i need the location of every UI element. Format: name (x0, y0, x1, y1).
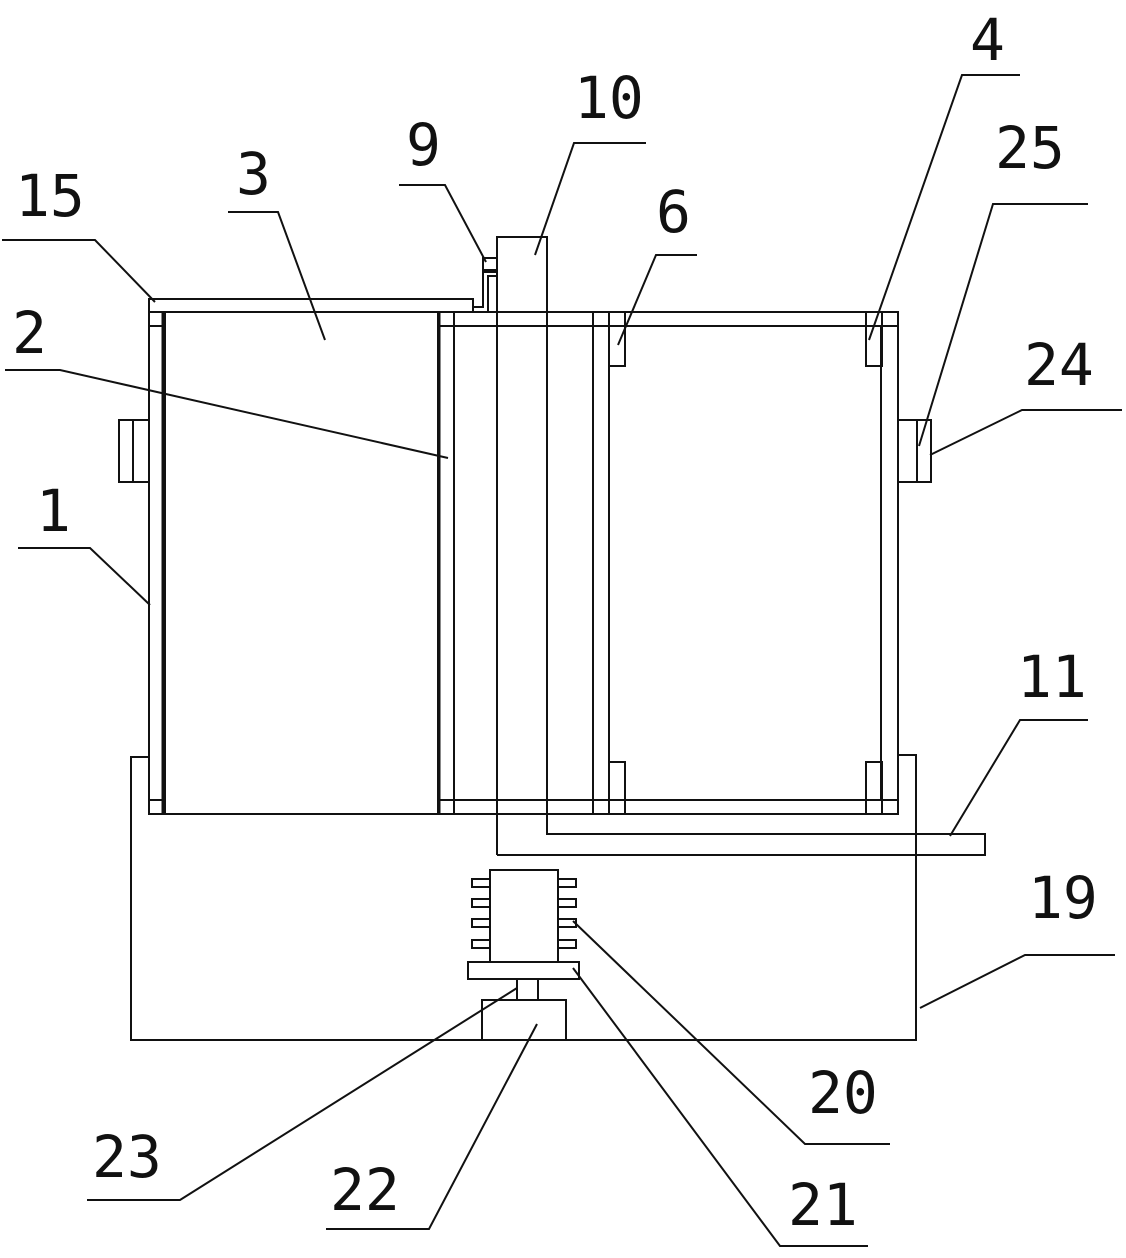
label-4: 4 (970, 6, 1005, 74)
guide-blocks (608, 311, 883, 815)
base-housing (130, 754, 917, 1041)
label-3: 3 (236, 140, 271, 208)
label-1: 1 (36, 477, 71, 545)
label-11: 11 (1017, 643, 1087, 711)
label-24: 24 (1024, 331, 1094, 399)
label-19: 19 (1028, 864, 1098, 932)
motor-shaft (516, 979, 539, 1000)
motor (481, 999, 567, 1041)
right-tank (592, 311, 899, 815)
left-tank (148, 311, 438, 815)
label-10: 10 (574, 64, 644, 132)
mounting-plate (467, 961, 580, 980)
connecting-frame (454, 311, 898, 815)
reference-labels: 15 3 2 1 9 10 6 4 25 24 11 19 20 21 22 2… (12, 6, 1098, 1239)
label-6: 6 (656, 178, 691, 246)
controller-chip (471, 869, 577, 963)
label-23: 23 (92, 1123, 162, 1191)
label-25: 25 (995, 114, 1065, 182)
label-22: 22 (330, 1156, 400, 1224)
pipe (496, 236, 986, 856)
leader-lines (2, 74, 1122, 1247)
bracket (469, 257, 498, 313)
label-9: 9 (406, 111, 441, 179)
label-2: 2 (12, 299, 47, 367)
label-21: 21 (788, 1171, 858, 1239)
partition-wall (437, 311, 455, 815)
label-20: 20 (808, 1059, 878, 1127)
label-15: 15 (15, 162, 85, 230)
side-handles (118, 419, 932, 483)
